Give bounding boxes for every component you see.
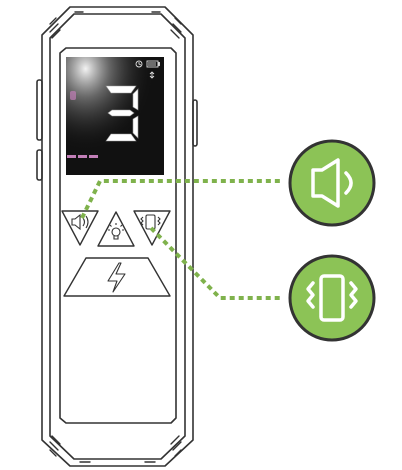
vibration-connector — [149, 226, 282, 300]
sound-connector — [80, 179, 282, 219]
digit-value: 3 — [0, 0, 1, 1]
light-button[interactable] — [97, 211, 135, 247]
corner-grips — [49, 11, 182, 463]
vibration-callout — [288, 254, 376, 342]
lightning-icon — [107, 262, 126, 293]
vibration-icon — [306, 274, 358, 322]
speaker-icon — [311, 158, 353, 208]
segment-digit — [105, 85, 139, 142]
battery-icon — [146, 60, 160, 68]
power-button[interactable] — [63, 257, 171, 297]
level-bar — [67, 155, 98, 158]
mode-indicator — [70, 91, 76, 100]
usb-icon — [149, 71, 155, 79]
clock-icon — [135, 60, 143, 68]
sound-button[interactable] — [61, 210, 99, 246]
display-screen: 3 — [0, 0, 164, 175]
connector-lines — [80, 179, 282, 300]
sound-callout — [288, 139, 376, 227]
device-body — [36, 6, 198, 467]
lightbulb-icon — [108, 223, 124, 240]
